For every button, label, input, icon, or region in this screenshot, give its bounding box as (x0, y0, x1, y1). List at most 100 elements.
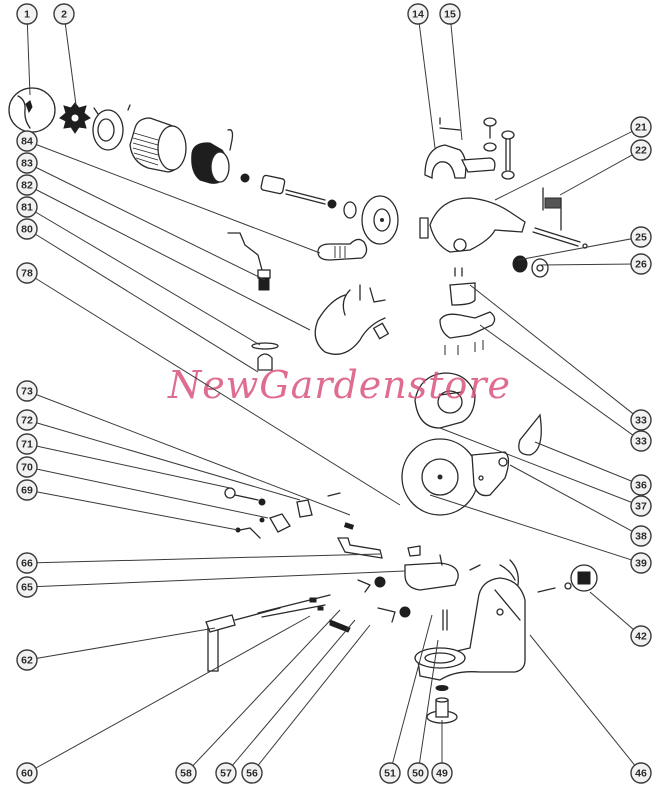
armature-shaft-part-icon (240, 173, 357, 219)
callout-58: 58 (175, 609, 341, 784)
bearing-plate-part-icon (92, 104, 131, 151)
leader-line (63, 13, 77, 106)
leader-line (26, 570, 406, 588)
callout-circle-icon (241, 762, 263, 784)
power-cord-part-icon (314, 284, 390, 355)
lever-handle-part-icon (205, 594, 351, 672)
callout-80: 80 (16, 218, 259, 373)
leader-line (26, 206, 261, 346)
callout-number: 15 (444, 9, 456, 21)
callout-circle-icon (215, 762, 237, 784)
callout-number: 65 (21, 582, 33, 594)
callout-number: 66 (21, 558, 33, 570)
callout-number: 50 (412, 768, 424, 780)
leader-line (26, 390, 351, 516)
callout-circle-icon (630, 495, 652, 517)
callout-number: 38 (635, 531, 647, 543)
callout-number: 73 (21, 386, 33, 398)
callout-circle-icon (379, 762, 401, 784)
callout-circle-icon (630, 625, 652, 647)
spring-part-icon (542, 187, 562, 231)
callout-66: 66 (16, 552, 381, 574)
callout-number: 69 (21, 485, 33, 497)
leader-line (26, 272, 401, 506)
callout-37: 37 (439, 427, 652, 517)
callout-number: 60 (21, 768, 33, 780)
callout-65: 65 (16, 570, 406, 598)
main-guard-part-icon (419, 197, 526, 253)
watermark-text: NewGardenstore (167, 363, 511, 407)
callout-circle-icon (16, 380, 38, 402)
rod-part-icon (512, 227, 588, 278)
callout-60: 60 (16, 615, 311, 784)
callout-69: 69 (16, 479, 239, 531)
leader-line (479, 324, 642, 442)
leader-line (26, 466, 269, 519)
wheel-guard-part-icon (414, 372, 476, 429)
callout-circle-icon (630, 762, 652, 784)
leader-line (26, 184, 311, 331)
callout-number: 71 (21, 439, 33, 451)
callout-circle-icon (16, 576, 38, 598)
upper-guard-part-icon (424, 117, 496, 179)
callout-72: 72 (16, 409, 301, 501)
base-bracket-part-icon (414, 559, 526, 681)
slide-rail-part-icon (336, 537, 383, 559)
leader-line (26, 489, 239, 531)
callout-circle-icon (407, 3, 429, 25)
callout-number: 84 (21, 136, 33, 148)
leader-line (417, 639, 439, 774)
callout-number: 57 (220, 768, 232, 780)
callout-circle-icon (16, 479, 38, 501)
callout-number: 58 (180, 768, 192, 780)
callout-42: 42 (589, 591, 652, 647)
leader-line (509, 464, 642, 537)
callout-circle-icon (630, 525, 652, 547)
callout-number: 72 (21, 415, 33, 427)
callout-57: 57 (215, 619, 356, 784)
callout-number: 14 (412, 9, 424, 21)
callout-25: 25 (517, 226, 652, 261)
callout-number: 25 (635, 232, 647, 244)
leader-line (26, 627, 216, 661)
callout-33: 33 (479, 324, 652, 452)
callout-number: 39 (635, 558, 647, 570)
callout-number: 49 (436, 768, 448, 780)
grinding-disc-part-icon (401, 438, 479, 516)
leader-line (389, 614, 433, 774)
callout-33: 33 (469, 284, 652, 431)
callout-84: 84 (16, 130, 321, 254)
callout-circle-icon (630, 253, 652, 275)
leader-line (185, 609, 341, 774)
leader-line (26, 615, 311, 774)
callout-circle-icon (439, 3, 461, 25)
callout-circle-icon (630, 139, 652, 161)
leader-line (225, 619, 356, 774)
foot-part-icon (426, 685, 458, 724)
callout-circle-icon (16, 174, 38, 196)
vertical-pin-part-icon (442, 609, 448, 631)
callout-78: 78 (16, 262, 401, 506)
callout-circle-icon (53, 3, 75, 25)
knob-bolt-part-icon (224, 487, 266, 506)
callout-circle-icon (630, 116, 652, 138)
callout-2: 2 (53, 3, 77, 106)
callout-circle-icon (630, 226, 652, 248)
callout-circle-icon (630, 552, 652, 574)
callout-number: 42 (635, 631, 647, 643)
callout-circle-icon (16, 3, 38, 25)
callout-1: 1 (16, 3, 38, 96)
callout-50: 50 (407, 639, 439, 784)
callout-circle-icon (407, 762, 429, 784)
callout-number: 56 (246, 768, 258, 780)
stator-part-icon (191, 129, 234, 184)
vise-block-part-icon (404, 545, 516, 591)
callout-number: 37 (635, 501, 647, 513)
leader-line (26, 419, 301, 501)
leader-line (26, 553, 381, 564)
callout-70: 70 (16, 456, 269, 519)
callout-number: 51 (384, 768, 396, 780)
callout-circle-icon (16, 433, 38, 455)
callout-circle-icon (175, 762, 197, 784)
